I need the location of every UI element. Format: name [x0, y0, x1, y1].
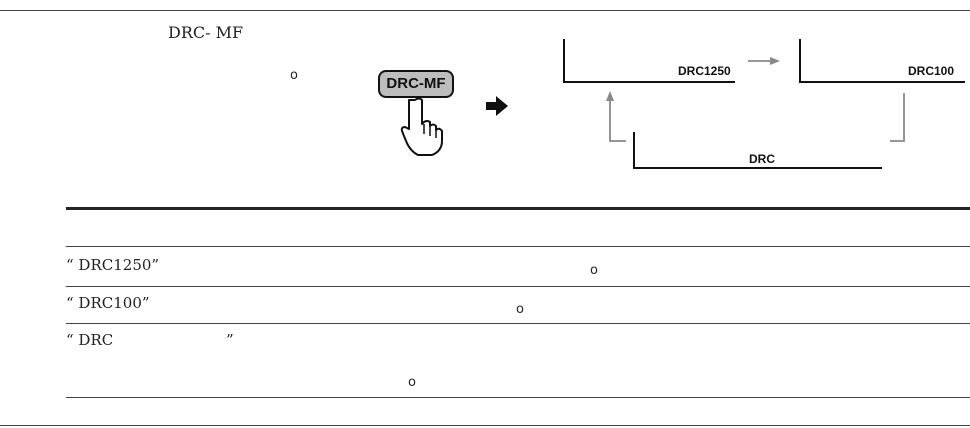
table-row-label: “ DRC100”: [66, 294, 150, 312]
drc-mf-button[interactable]: DRC-MF: [378, 70, 454, 98]
bracket-drc100: [799, 39, 965, 83]
mode-label-drc: DRC: [749, 152, 775, 166]
mode-label-drc1250: DRC1250: [678, 64, 731, 78]
table-rule: [66, 246, 970, 247]
mode-cycle-diagram: [563, 39, 965, 169]
table-rule: [66, 323, 970, 324]
page-title: DRC- MF: [168, 23, 244, 42]
table-row-mark: o: [590, 263, 598, 278]
top-rule: [0, 10, 970, 11]
bracket-drc: [633, 132, 882, 169]
table-row-mark: o: [516, 302, 524, 317]
table-row-mark: o: [408, 375, 416, 390]
table-top-rule: [66, 207, 970, 210]
table-bottom-rule: [66, 397, 970, 398]
bracket-drc1250: [563, 39, 735, 83]
mode-label-drc100: DRC100: [908, 64, 955, 78]
arrow-right-icon: [486, 96, 508, 116]
table-row-label-end: ”: [226, 331, 234, 349]
bottom-rule: [0, 425, 970, 426]
table-rule: [66, 286, 970, 287]
note-mark: o: [290, 68, 298, 83]
table-row-label: “ DRC1250”: [66, 256, 160, 274]
pointing-hand-icon: [400, 97, 443, 156]
table-row-label: “ DRC: [66, 331, 114, 349]
